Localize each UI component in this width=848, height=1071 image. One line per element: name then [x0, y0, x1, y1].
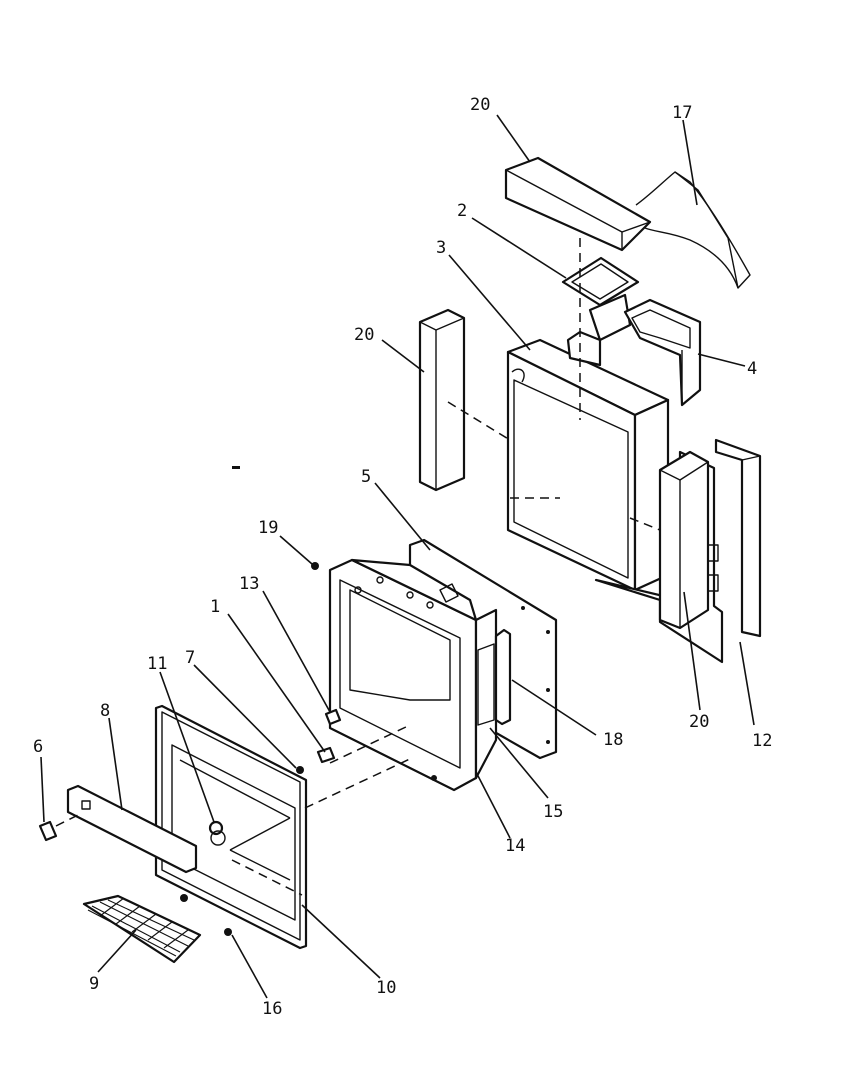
- callout-18: 18: [603, 730, 623, 750]
- part-11-knob: [208, 820, 226, 846]
- callout-15: 15: [543, 802, 563, 822]
- main-housing: [328, 558, 498, 792]
- callout-17: 17: [672, 103, 692, 123]
- leader-lines: [40, 114, 755, 999]
- callout-8: 8: [100, 701, 110, 721]
- part-20-left-block: [418, 308, 466, 492]
- part-8-bar: [66, 784, 198, 874]
- part-17-strip: [635, 171, 751, 289]
- part-6-clip: [38, 820, 58, 842]
- part-18-trim-strip: [494, 628, 512, 726]
- callout-labels: 20 17 2 3 20 4 5 19 13 1 11 7 8 6 18 20 …: [33, 95, 772, 1019]
- callout-5: 5: [361, 467, 371, 487]
- callout-4: 4: [747, 359, 757, 379]
- assembly-lines: [55, 238, 661, 896]
- callout-20-top: 20: [470, 95, 490, 115]
- callout-20-left: 20: [354, 325, 374, 345]
- callout-1: 1: [210, 597, 220, 617]
- part-4-duct-fitting: [623, 298, 702, 407]
- callout-11: 11: [147, 654, 167, 674]
- callout-20-right: 20: [689, 712, 709, 732]
- callout-6: 6: [33, 737, 43, 757]
- callout-9: 9: [89, 974, 99, 994]
- callout-10: 10: [376, 978, 396, 998]
- callout-7: 7: [185, 648, 195, 668]
- callout-2: 2: [457, 201, 467, 221]
- part-20-right-block: [658, 450, 710, 630]
- callout-3: 3: [436, 238, 446, 258]
- fasteners: [180, 466, 437, 936]
- part-9-grille: [82, 894, 202, 964]
- part-10-front-frame: [154, 704, 308, 950]
- part-2-gasket: [561, 256, 640, 307]
- callout-14: 14: [505, 836, 525, 856]
- part-20-top-block: [504, 156, 652, 252]
- callout-16: 16: [262, 999, 282, 1019]
- callout-13: 13: [239, 574, 259, 594]
- callout-19: 19: [258, 518, 278, 538]
- callout-12: 12: [752, 731, 772, 751]
